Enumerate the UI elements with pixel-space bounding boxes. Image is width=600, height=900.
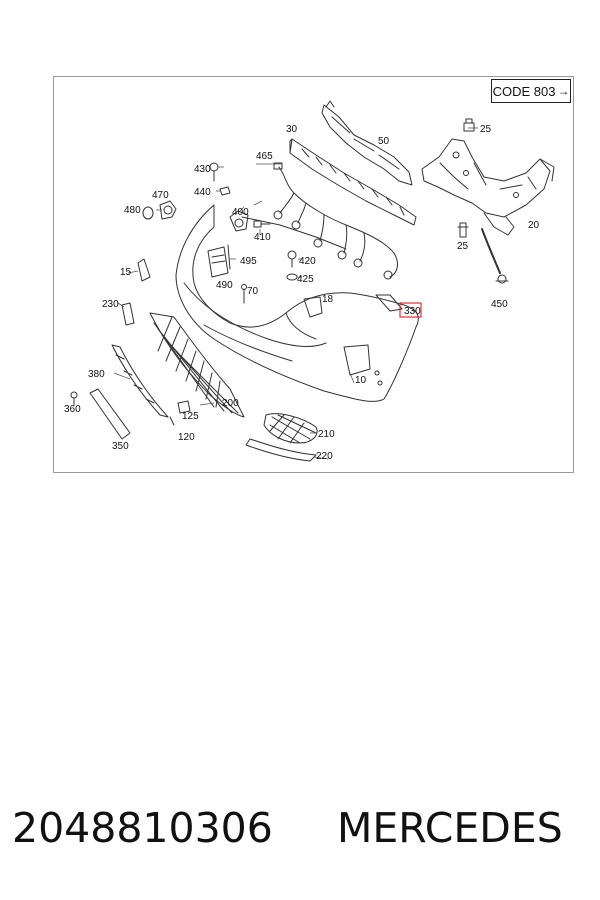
part-230-bracket (121, 302, 135, 326)
callout-450: 450 (491, 299, 508, 310)
part-70-pin (241, 284, 247, 304)
part-25a-clip (463, 118, 475, 132)
part-220-chrome-strip (245, 438, 317, 462)
callout-440: 440 (194, 187, 211, 198)
callout-380: 380 (88, 369, 105, 380)
callout-350: 350 (112, 441, 129, 452)
arrow-right-icon: → (557, 84, 570, 98)
brand-name: MERCEDES (337, 804, 563, 852)
callout-420: 420 (299, 256, 316, 267)
part-400-sensor-holder (229, 210, 249, 232)
parts-diagram-frame: 25 30 50 465 430 440 470 480 400 410 20 … (53, 76, 574, 473)
callout-200: 200 (222, 398, 239, 409)
part-450-cable (481, 228, 509, 284)
part-430-bolt (209, 162, 219, 182)
part-18-cover (303, 296, 323, 318)
part-350-plate-carrier (89, 388, 131, 440)
part-490-module (207, 246, 229, 278)
part-480-sensor-ring (142, 206, 154, 220)
footer-caption: 2048810306 MERCEDES (0, 796, 600, 866)
callout-400: 400 (232, 207, 249, 218)
part-25b-clip (457, 222, 469, 238)
code-803-button[interactable]: CODE 803 → (491, 79, 571, 103)
callout-25a: 25 (480, 124, 492, 135)
callout-70: 70 (247, 286, 259, 297)
callout-50: 50 (378, 136, 390, 147)
callout-425: 425 (297, 274, 314, 285)
callout-360: 360 (64, 404, 81, 415)
callout-430: 430 (194, 164, 211, 175)
part-470-sensor (159, 200, 177, 220)
callout-120: 120 (178, 432, 195, 443)
part-number: 2048810306 (12, 804, 273, 852)
part-10-bumper-cover (175, 204, 419, 402)
part-125-clip (177, 400, 191, 414)
callout-210: 210 (318, 429, 335, 440)
callout-495: 495 (240, 256, 257, 267)
part-410-bolt (253, 220, 271, 228)
part-465-wiring-harness (273, 162, 398, 280)
part-425-nut (286, 273, 298, 281)
callout-465: 465 (256, 151, 273, 162)
part-330-trim (375, 294, 403, 312)
part-380-trim-strip (111, 344, 169, 418)
callout-490: 490 (216, 280, 233, 291)
part-15-bracket (137, 258, 151, 282)
leader-lines (113, 127, 478, 460)
callout-480: 480 (124, 205, 141, 216)
callout-230: 230 (102, 299, 119, 310)
part-30-impact-absorber (289, 138, 417, 226)
callout-25b: 25 (457, 241, 469, 252)
callout-410: 410 (254, 232, 271, 243)
highlight-box-330 (399, 302, 422, 318)
part-200-grille (149, 312, 245, 418)
part-20-side-bracket (421, 138, 555, 236)
part-360-screw (70, 391, 78, 406)
callout-125: 125 (182, 411, 199, 422)
part-420-bolt (287, 250, 297, 268)
part-210-fog-grille (263, 413, 318, 444)
part-495-bracket (227, 244, 231, 270)
callout-470: 470 (152, 190, 169, 201)
callout-18: 18 (322, 294, 334, 305)
part-120-lower-strip (169, 416, 175, 426)
callout-30: 30 (286, 124, 298, 135)
part-50-absorber-bracket (321, 100, 413, 186)
callout-20: 20 (528, 220, 540, 231)
part-440-clip (219, 186, 231, 196)
callout-330: 330 (404, 306, 421, 317)
callout-10: 10 (355, 375, 367, 386)
callout-220: 220 (316, 451, 333, 462)
bumper-exploded-diagram: 25 30 50 465 430 440 470 480 400 410 20 … (64, 100, 555, 462)
code-label: CODE 803 (492, 83, 556, 99)
callout-15: 15 (120, 267, 132, 278)
